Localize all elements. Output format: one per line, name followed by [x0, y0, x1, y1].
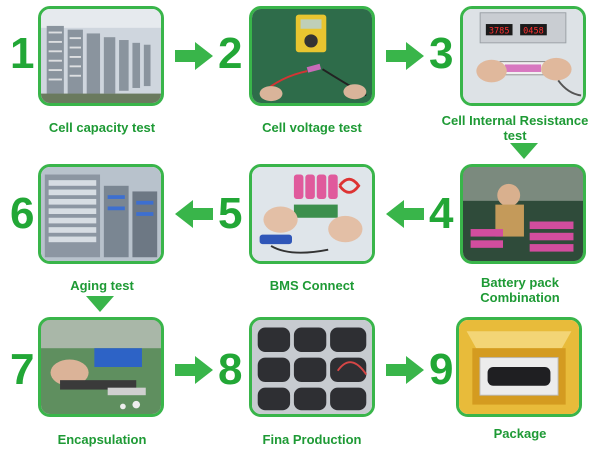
arrow-right-icon	[175, 356, 213, 384]
arrow-right-icon	[386, 42, 424, 70]
encapsulation-image	[41, 320, 161, 414]
step-3-photo: 3785 0458	[460, 6, 586, 106]
step-8-photo	[249, 317, 375, 417]
step-5-number: 5	[218, 189, 243, 238]
step-8-number: 8	[218, 345, 243, 394]
meter-readout-left: 3785	[489, 26, 510, 36]
arrow-down-icon	[510, 143, 538, 159]
step-7-number: 7	[10, 345, 35, 394]
bms-connect-image	[252, 167, 372, 261]
step-6-number: 6	[10, 189, 35, 238]
voltage-meter-image	[252, 9, 372, 103]
step-2-photo	[249, 6, 375, 106]
final-production-image	[252, 320, 372, 414]
aging-cabinets-image	[41, 167, 161, 261]
step-5-photo	[249, 164, 375, 264]
arrow-right-icon	[386, 356, 424, 384]
step-4-number: 4	[429, 189, 454, 238]
step-3-number: 3	[429, 29, 454, 78]
step-7-photo	[38, 317, 164, 417]
step-3-label: Cell Internal Resistance test	[441, 113, 589, 143]
arrow-left-icon	[386, 200, 424, 228]
resistance-tester-image: 3785 0458	[463, 9, 583, 103]
step-1-photo	[38, 6, 164, 106]
step-9-number: 9	[429, 345, 454, 394]
cell-testing-racks-image	[41, 9, 161, 103]
arrow-down-icon	[86, 296, 114, 312]
package-box-image	[459, 320, 579, 414]
step-4-label: Battery pack Combination	[480, 275, 560, 305]
step-6-label: Aging test	[70, 278, 134, 293]
step-1-label: Cell capacity test	[48, 120, 156, 135]
step-4-photo	[460, 164, 586, 264]
step-9-label: Package	[493, 426, 547, 441]
step-7-label: Encapsulation	[57, 432, 147, 447]
step-5-label: BMS Connect	[269, 278, 355, 293]
step-6-photo	[38, 164, 164, 264]
arrow-right-icon	[175, 42, 213, 70]
meter-readout-right: 0458	[523, 26, 544, 36]
arrow-left-icon	[175, 200, 213, 228]
step-8-label: Fina Production	[262, 432, 362, 447]
pack-combination-image	[463, 167, 583, 261]
step-9-photo	[456, 317, 582, 417]
step-2-number: 2	[218, 29, 243, 78]
step-2-label: Cell voltage test	[262, 120, 362, 135]
step-1-number: 1	[10, 29, 35, 78]
